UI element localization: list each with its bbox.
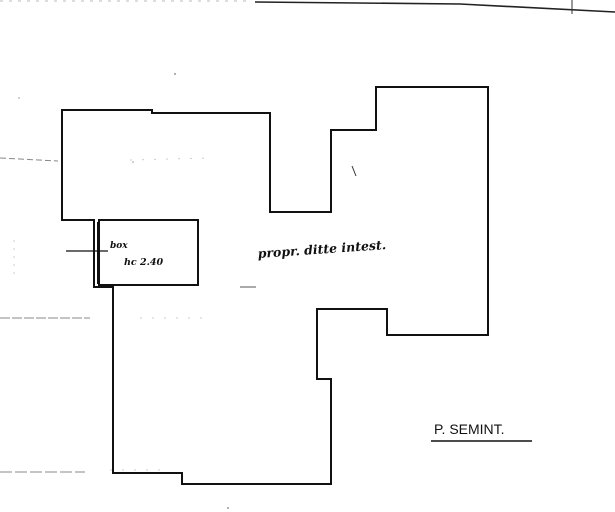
box-label-line1: box xyxy=(110,241,128,251)
room-outline xyxy=(61,86,489,485)
faint-guide-lines xyxy=(0,157,357,473)
sheet-top-edge-line xyxy=(254,1,615,13)
floor-label: P. SEMINT. xyxy=(434,421,505,437)
box-label-line2: hc 2.40 xyxy=(124,257,164,268)
scan-specks xyxy=(18,73,229,509)
box-outline xyxy=(98,219,199,286)
room-label: propr. ditte intest. xyxy=(257,237,386,261)
